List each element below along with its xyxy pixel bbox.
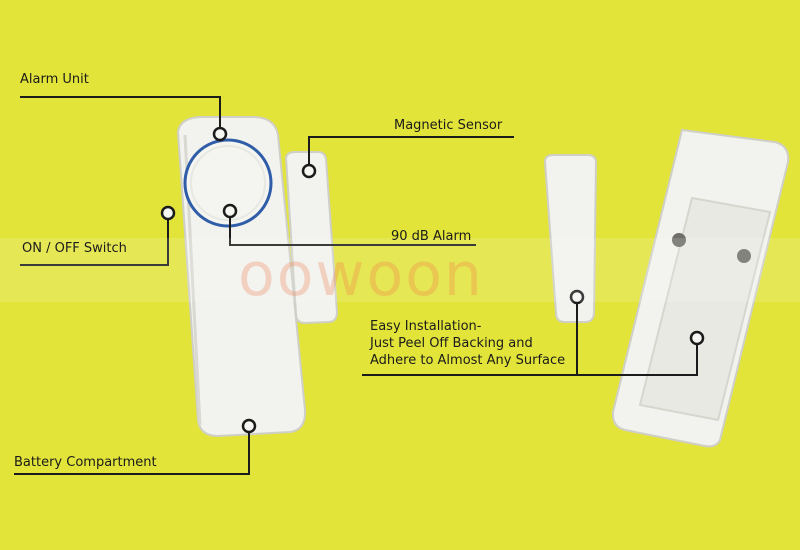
label-installation: Easy Installation- Just Peel Off Backing…: [370, 318, 565, 369]
watermark-band: [0, 238, 800, 302]
alarm-unit-device: [176, 116, 307, 438]
label-magnetic-sensor: Magnetic Sensor: [394, 118, 503, 133]
mounting-hole-right: [737, 249, 751, 263]
installation-line-1: Easy Installation-: [370, 319, 482, 334]
callout-sensor-side: [569, 289, 585, 305]
leader-lines: [14, 96, 698, 475]
magnetic-sensor-device: [284, 151, 339, 325]
callout-battery: [241, 418, 257, 434]
label-90db-alarm: 90 dB Alarm: [391, 229, 472, 244]
label-on-off-switch: ON / OFF Switch: [22, 241, 127, 256]
callout-alarm-unit: [212, 126, 228, 142]
callout-on-off-switch: [160, 205, 176, 221]
speaker-ring: [183, 138, 273, 228]
label-alarm-unit: Alarm Unit: [20, 72, 89, 87]
callout-90db: [222, 203, 238, 219]
label-battery-compartment: Battery Compartment: [14, 455, 157, 470]
callout-magnetic-sensor: [301, 163, 317, 179]
sensor-side-device: [543, 154, 598, 323]
alarm-unit-back-device: [611, 128, 790, 448]
installation-line-3: Adhere to Almost Any Surface: [370, 353, 566, 368]
watermark-text: oowoon: [238, 240, 484, 310]
callout-installation: [689, 330, 705, 346]
callout-markers: [160, 126, 705, 434]
mounting-hole-left: [672, 233, 686, 247]
installation-line-2: Just Peel Off Backing and: [370, 336, 533, 351]
